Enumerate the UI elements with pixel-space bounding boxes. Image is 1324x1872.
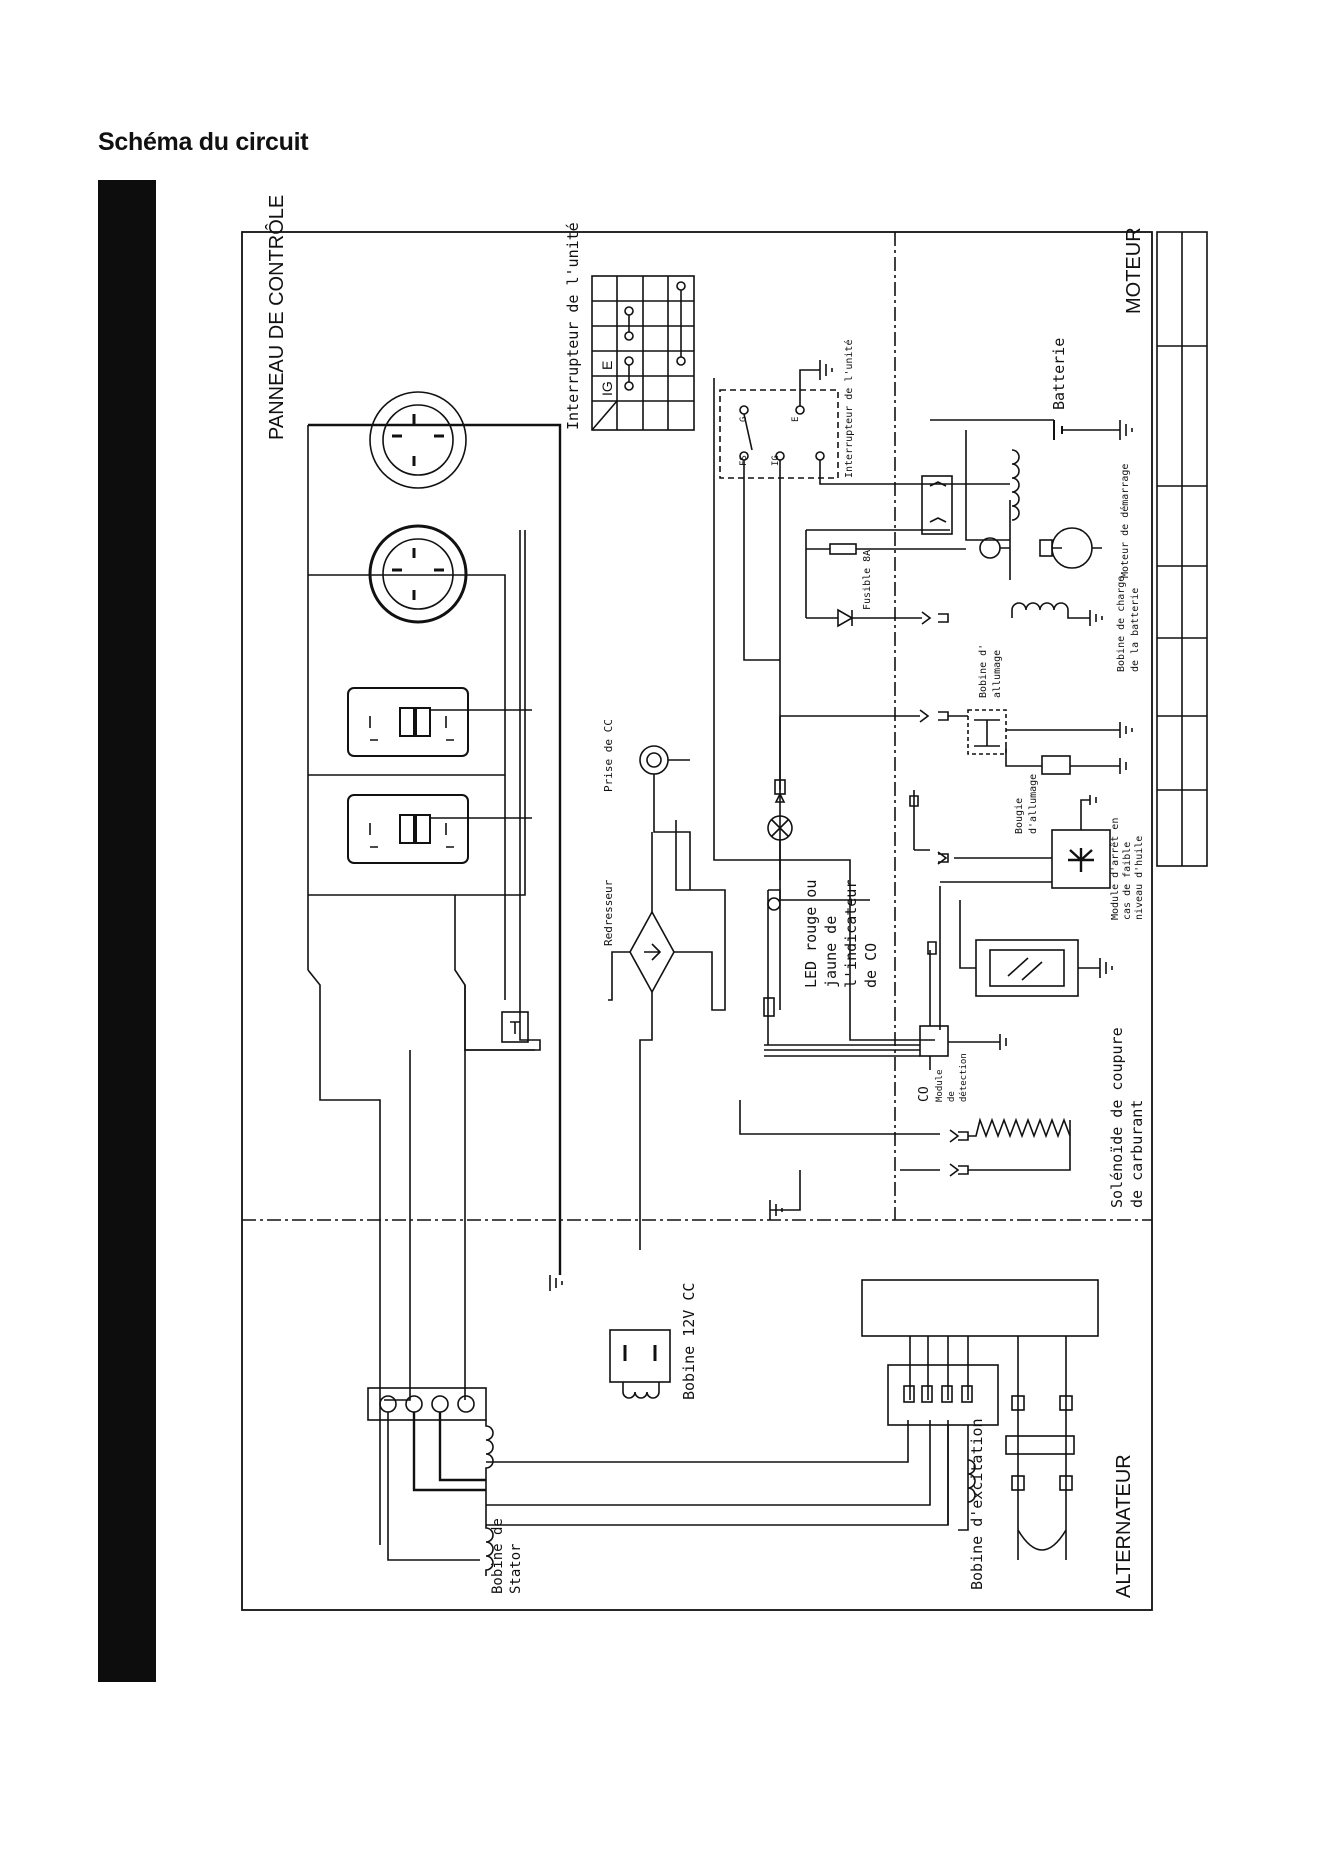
- label-co-module-3: de: [947, 1091, 957, 1102]
- fuse-symbol: [829, 543, 857, 555]
- switch-table-e: E: [599, 361, 615, 370]
- ignition-coil-symbol: [967, 709, 1007, 755]
- terminal-g: G: [739, 417, 749, 422]
- label-co-module-2: Module: [935, 1069, 945, 1102]
- label-low-oil-3: niveau d'huile: [1134, 836, 1145, 920]
- starter-relay: [921, 475, 953, 535]
- label-charge-coil-1: Bobine de charge: [1116, 576, 1127, 672]
- label-co-led-4: de CO: [862, 943, 880, 988]
- rectifier-bridge: [629, 910, 675, 994]
- outlet-round-2: [368, 524, 468, 624]
- co-led-connector: [763, 997, 775, 1017]
- section-alternator: ALTERNATEUR: [1113, 1454, 1135, 1598]
- unit-switch-box: [719, 389, 839, 479]
- label-rectifier: Redresseur: [602, 879, 615, 946]
- starter-coil: [1011, 449, 1020, 521]
- label-stator-coil-2: Stator: [508, 1543, 524, 1594]
- terminal-e: E: [791, 417, 801, 422]
- label-stator-coil-1: Bobine de: [490, 1518, 506, 1594]
- spark-plug-symbol: [1041, 755, 1071, 775]
- side-bar: [98, 180, 156, 1682]
- co-detection-module: [919, 1025, 949, 1057]
- battery-symbol: [1053, 420, 1063, 440]
- receptacle-2: [347, 794, 469, 864]
- dc-coil-box: [609, 1329, 671, 1383]
- outlet-round-1: [369, 391, 467, 489]
- switch-table-grid: [591, 275, 695, 431]
- label-dc-outlet: Prise de CC: [602, 719, 615, 792]
- terminal-fs: FS: [739, 455, 749, 466]
- receptacle-1: [347, 687, 469, 757]
- charge-coil: [1011, 602, 1090, 619]
- avr-box: [861, 1279, 1099, 1337]
- label-charge-coil-2: de la batterie: [1130, 588, 1141, 672]
- section-engine: MOTEUR: [1123, 227, 1145, 314]
- label-co-led-1: LED rouge ou: [802, 880, 820, 988]
- label-co-led-3: l'indicateur: [842, 880, 860, 988]
- label-co-led-2: jaune de: [822, 916, 840, 988]
- section-control-panel: PANNEAU DE CONTRÔLE: [265, 195, 288, 440]
- label-starter-motor: Moteur de démarrage: [1119, 464, 1131, 578]
- starter-motor-symbol: [1039, 527, 1102, 569]
- label-co-module-4: détection: [958, 1053, 969, 1102]
- excitation-coil: [967, 1459, 976, 1503]
- label-ignition-coil-2: allumage: [992, 650, 1003, 698]
- label-battery: Batterie: [1050, 338, 1068, 410]
- label-low-oil-1: Module d'arrêt en: [1109, 818, 1121, 920]
- label-excitation-coil: Bobine d'excitation: [968, 1418, 986, 1590]
- label-co-module-1: CO: [917, 1086, 932, 1102]
- label-dc-coil: Bobine 12V CC: [680, 1283, 698, 1400]
- label-unit-switch: Interrupteur de l'unité: [843, 340, 855, 478]
- label-ignition-coil-1: Bobine d': [978, 644, 989, 698]
- diagram-frame: [241, 231, 1153, 1611]
- label-low-oil-2: cas de faible: [1122, 842, 1133, 920]
- label-fuel-solenoid-2: de carburant: [1128, 1100, 1146, 1208]
- terminal-ig: IG: [771, 455, 781, 466]
- connector-block: [887, 1364, 999, 1426]
- circuit-breaker: [501, 1011, 529, 1043]
- stator-coil: [485, 1420, 494, 1576]
- terminal-strip: [367, 1387, 487, 1421]
- page-title: Schéma du circuit: [98, 128, 309, 156]
- switch-table-ig: IG: [599, 381, 615, 396]
- fuel-solenoid-block: [975, 939, 1079, 997]
- label-spark-plug-1: Bougie: [1014, 798, 1025, 834]
- label-spark-plug-2: d'allumage: [1028, 774, 1039, 834]
- dc-outlet-symbol: [639, 745, 669, 775]
- label-fuel-solenoid-1: Solénoïde de coupure: [1108, 1027, 1126, 1208]
- label-fuse: Fusible 8A: [862, 550, 873, 610]
- label-unit-switch-table: Interrupteur de l'unité: [564, 222, 582, 430]
